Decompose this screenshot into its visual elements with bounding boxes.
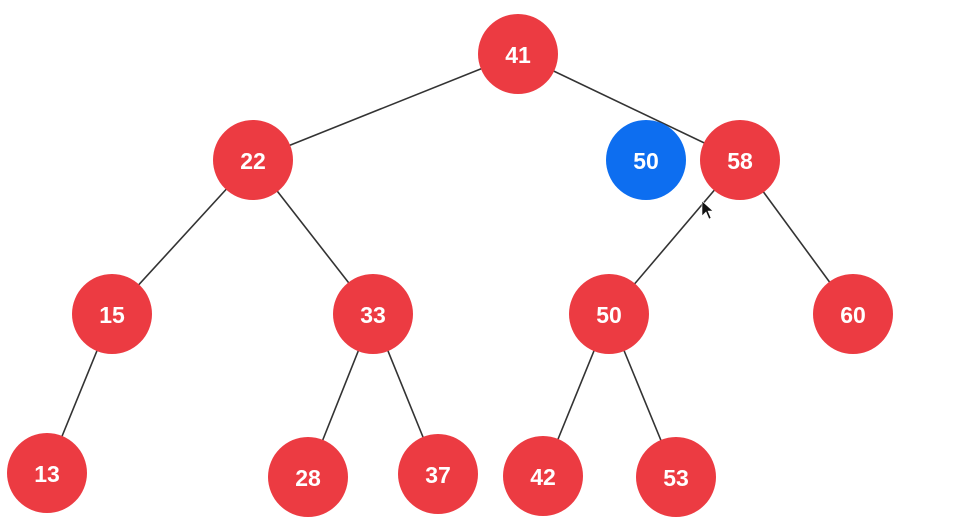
tree-node-53-circle	[636, 437, 716, 517]
tree-node-33[interactable]: 33	[333, 274, 413, 354]
tree-node-13-label: 13	[34, 461, 60, 487]
mouse-pointer-icon	[701, 200, 714, 220]
tree-node-50-circle	[569, 274, 649, 354]
tree-node-60[interactable]: 60	[813, 274, 893, 354]
tree-node-42[interactable]: 42	[503, 436, 583, 516]
tree-node-41-label: 41	[505, 42, 531, 68]
tree-node-53-label: 53	[663, 465, 689, 491]
tree-node-22[interactable]: 22	[213, 120, 293, 200]
tree-node-41[interactable]: 41	[478, 14, 558, 94]
tree-node-37-label: 37	[425, 462, 451, 488]
tree-node-58[interactable]: 58	[700, 120, 780, 200]
tree-node-28-circle	[268, 437, 348, 517]
tree-node-33-circle	[333, 274, 413, 354]
tree-node-42-circle	[503, 436, 583, 516]
tree-node-37-circle	[398, 434, 478, 514]
tree-node-42-label: 42	[530, 464, 556, 490]
edge-41-22	[252, 53, 519, 161]
cursor-layer	[701, 200, 714, 220]
tree-node-58-circle	[700, 120, 780, 200]
tree-node-22-label: 22	[240, 148, 266, 174]
tree-node-37[interactable]: 37	[398, 434, 478, 514]
tree-node-15[interactable]: 15	[72, 274, 152, 354]
tree-node-41-circle	[478, 14, 558, 94]
tree-node-58-label: 58	[727, 148, 753, 174]
edges-layer	[46, 53, 854, 478]
moving-node-50[interactable]: 50	[606, 120, 686, 200]
tree-node-13[interactable]: 13	[7, 433, 87, 513]
tree-node-15-circle	[72, 274, 152, 354]
tree-node-15-label: 15	[99, 302, 125, 328]
edge-41-58	[517, 53, 741, 161]
moving-node-50-circle	[606, 120, 686, 200]
tree-node-53[interactable]: 53	[636, 437, 716, 517]
tree-node-13-circle	[7, 433, 87, 513]
moving-node-50-label: 50	[633, 148, 659, 174]
nodes-layer: 41 22 58 15 33 50 60 13 28 37 42 53 50	[7, 14, 893, 517]
tree-node-50-label: 50	[596, 302, 622, 328]
tree-node-60-label: 60	[840, 302, 866, 328]
tree-node-50[interactable]: 50	[569, 274, 649, 354]
tree-node-28[interactable]: 28	[268, 437, 348, 517]
tree-node-22-circle	[213, 120, 293, 200]
tree-node-60-circle	[813, 274, 893, 354]
tree-node-28-label: 28	[295, 465, 321, 491]
tree-node-33-label: 33	[360, 302, 386, 328]
